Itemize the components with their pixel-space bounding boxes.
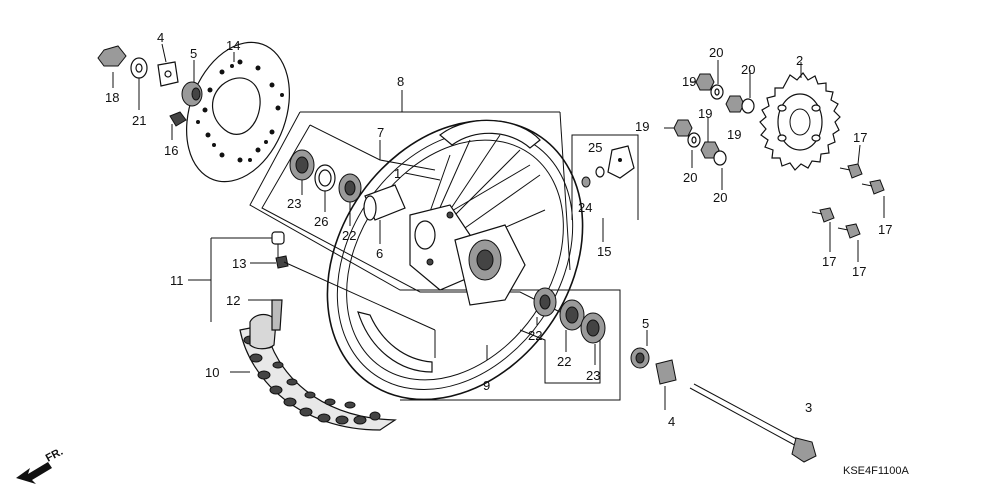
hub-subassembly-bracket: [261, 124, 561, 313]
callout-24: 24: [578, 200, 592, 215]
callout-26: 26: [314, 214, 328, 229]
callout-8: 8: [397, 74, 404, 89]
callout-11: 11: [170, 273, 184, 288]
tube-and-valve: [271, 231, 289, 331]
callout-4-left: 4: [157, 30, 164, 45]
rim-band-bottom: [357, 311, 433, 373]
right-bearings: [533, 287, 606, 344]
callout-19-b: 19: [635, 119, 649, 134]
callout-19-d: 19: [727, 127, 741, 142]
callout-7: 7: [377, 125, 384, 140]
callout-17-b: 17: [878, 222, 892, 237]
callout-17-d: 17: [852, 264, 866, 279]
rim: [326, 119, 584, 401]
callout-15: 15: [597, 244, 611, 259]
callout-19-a: 19: [682, 74, 696, 89]
callout-9: 9: [483, 378, 490, 393]
damper-plate-box: [571, 134, 639, 220]
callout-5-right: 5: [642, 316, 649, 331]
front-direction-arrow: FR.: [16, 446, 65, 484]
callout-4-right: 4: [668, 414, 675, 429]
callout-17-c: 17: [822, 254, 836, 269]
tire: [239, 313, 397, 431]
callout-16: 16: [164, 143, 178, 158]
callout-12: 12: [226, 293, 240, 308]
hub: [409, 204, 526, 306]
callout-18: 18: [105, 90, 119, 105]
callout-23-right: 23: [586, 368, 600, 383]
callout-1: 1: [394, 166, 401, 181]
callout-6: 6: [376, 246, 383, 261]
callout-13: 13: [232, 256, 246, 271]
sprocket-nuts-washers: [673, 73, 755, 166]
callout-19-c: 19: [698, 106, 712, 121]
callout-20-d: 20: [713, 190, 727, 205]
callout-5-left: 5: [190, 46, 197, 61]
callout-20-a: 20: [709, 45, 723, 60]
callout-22-right-b: 22: [557, 354, 571, 369]
left-axle-hardware: [97, 45, 203, 127]
svg-text:FR.: FR.: [44, 446, 65, 465]
rim-band-top: [439, 119, 541, 149]
callout-labels: 18 21 4 5 14 16 8 7 1 23 26 22 6 13 11 1…: [105, 30, 892, 429]
callout-20-b: 20: [741, 62, 755, 77]
bearing-bracket: [519, 329, 601, 384]
callout-22-left: 22: [342, 228, 356, 243]
callout-25: 25: [588, 140, 602, 155]
callout-3: 3: [805, 400, 812, 415]
callout-2: 2: [796, 53, 803, 68]
callout-14: 14: [226, 38, 240, 53]
callout-22-right-a: 22: [528, 328, 542, 343]
left-bearings: [289, 149, 362, 203]
callout-21: 21: [132, 113, 146, 128]
callout-20-c: 20: [683, 170, 697, 185]
callout-23-left: 23: [287, 196, 301, 211]
callout-10: 10: [205, 365, 219, 380]
callout-17-a: 17: [853, 130, 867, 145]
right-axle-hardware: [630, 347, 817, 463]
leader-lines: [112, 43, 885, 410]
sprocket-bolts: [811, 163, 885, 239]
sprocket: [759, 72, 841, 171]
drawing-code: KSE4F1100A: [843, 465, 910, 477]
distance-collar: [363, 184, 406, 221]
